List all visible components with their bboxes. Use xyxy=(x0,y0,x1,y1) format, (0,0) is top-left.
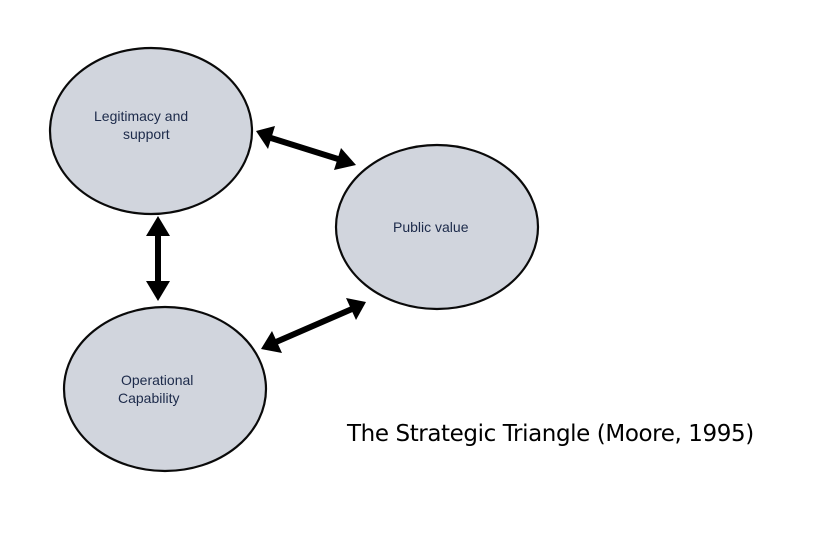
node-public-value-label: Public value xyxy=(393,219,469,235)
node-public-value: Public value xyxy=(334,143,540,311)
node-legitimacy-ellipse xyxy=(48,46,254,216)
node-operational-capability: Operational Capability xyxy=(62,305,268,473)
node-public-value-ellipse xyxy=(334,143,540,311)
arrow-legitimacy-operational xyxy=(146,216,170,301)
arrow-head xyxy=(261,331,282,353)
node-legitimacy-label-line1: Legitimacy and xyxy=(94,108,188,124)
arrow-head xyxy=(334,148,356,170)
node-operational-ellipse xyxy=(62,305,268,473)
node-operational-label-line2: Capability xyxy=(118,390,179,406)
node-operational-label-line1: Operational xyxy=(121,372,193,388)
arrow-shaft xyxy=(270,135,339,162)
diagram-caption: The Strategic Triangle (Moore, 1995) xyxy=(347,421,754,447)
arrow-operational-public-value xyxy=(261,298,366,353)
arrow-head xyxy=(146,216,170,236)
node-legitimacy-label-line2: support xyxy=(123,126,170,142)
node-legitimacy-and-support: Legitimacy and support xyxy=(48,46,254,216)
arrow-shaft xyxy=(274,306,354,345)
arrow-head xyxy=(146,281,170,301)
arrow-head xyxy=(256,126,275,149)
arrow-legitimacy-public-value xyxy=(256,126,356,170)
arrow-head xyxy=(346,298,366,320)
